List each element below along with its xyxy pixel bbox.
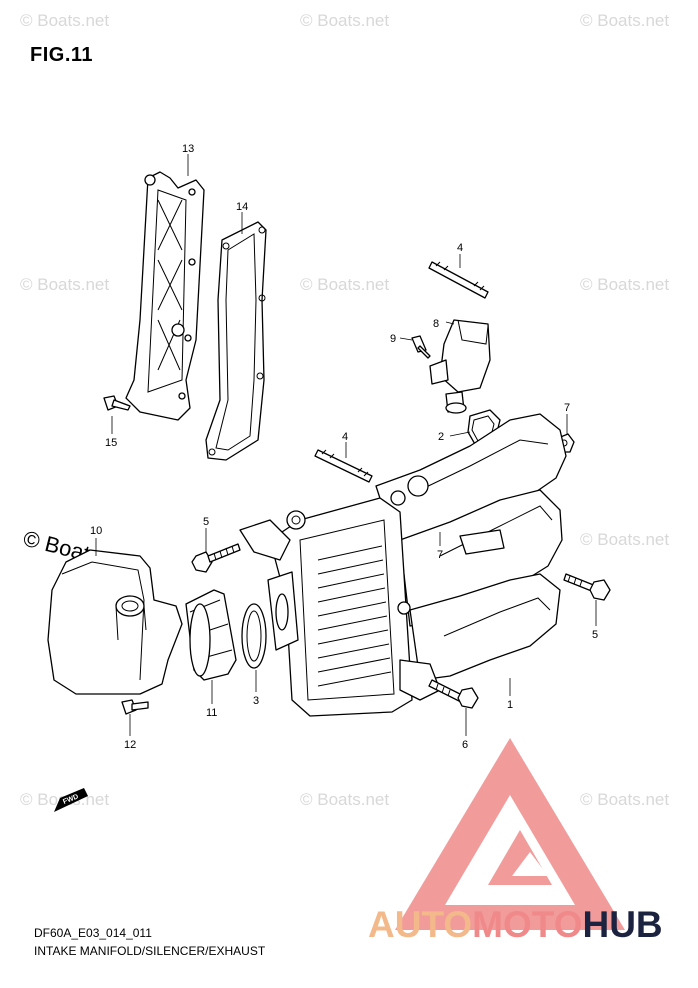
callout-10: 10 [90,525,102,537]
callout-13: 13 [182,143,194,155]
callout-1: 1 [507,699,513,711]
callout-labels: 13 14 15 4 8 9 2 7 4 5 7 5 6 1 3 11 12 1… [90,143,598,751]
callout-2: 2 [438,431,444,443]
watermark-text: © Boats.net [580,11,669,30]
leader-lines [95,154,597,736]
part-5-bolt-left [191,543,241,573]
part-15-bolt [103,395,131,411]
watermark-text: © Boats.net [300,11,389,30]
callout-5: 5 [592,629,598,641]
callout-7: 7 [437,549,443,561]
brand-part-hub: HUB [582,904,663,945]
watermark-text: © Boats.net [20,11,109,30]
part-6-bolt [428,679,479,709]
part-4-stud-upper [428,261,489,299]
drawing-code: DF60A_E03_014_011 [34,926,152,940]
part-8-sensor [429,319,491,414]
part-14-gasket [205,221,267,461]
part-10-silencer [47,549,183,695]
callout-12: 12 [124,739,136,751]
watermark-text: © Boats.net [300,790,389,809]
brand-part-auto: AUTO [368,904,473,945]
callout-4: 4 [457,242,463,254]
part-5-bolt-right [563,573,611,601]
watermark-text: © Boats.net [580,530,669,549]
part-13-cover-plate [125,171,205,421]
callout-6: 6 [462,739,468,751]
callout-15: 15 [105,437,117,449]
brand-wordmark: AUTOMOTOHUB [368,904,663,946]
figure-title: FIG.11 [30,44,94,66]
callout-11: 11 [206,707,217,719]
brand-logo-icon [395,738,625,930]
callout-4: 4 [342,431,348,443]
watermark-text: © Boats.net [20,275,109,294]
part-4-stud-lower [314,449,373,483]
callout-7: 7 [564,402,570,414]
part-11-intake-sleeve [185,589,237,681]
callout-5: 5 [203,516,209,528]
part-9-screw [411,335,431,359]
watermark-text: © Boats.net [580,790,669,809]
part-12-screw [121,699,149,715]
callout-3: 3 [253,695,259,707]
part-3-gasket-ring [241,603,267,669]
callout-8: 8 [433,318,439,330]
drawing-caption: INTAKE MANIFOLD/SILENCER/EXHAUST [34,944,266,958]
brand-part-moto: MOTO [472,904,583,945]
part-1-intake-manifold [239,413,567,717]
watermark-text: © Boats.net [300,275,389,294]
callout-9: 9 [390,333,396,345]
callout-14: 14 [236,201,248,213]
watermark-text: © Boats.net [580,275,669,294]
